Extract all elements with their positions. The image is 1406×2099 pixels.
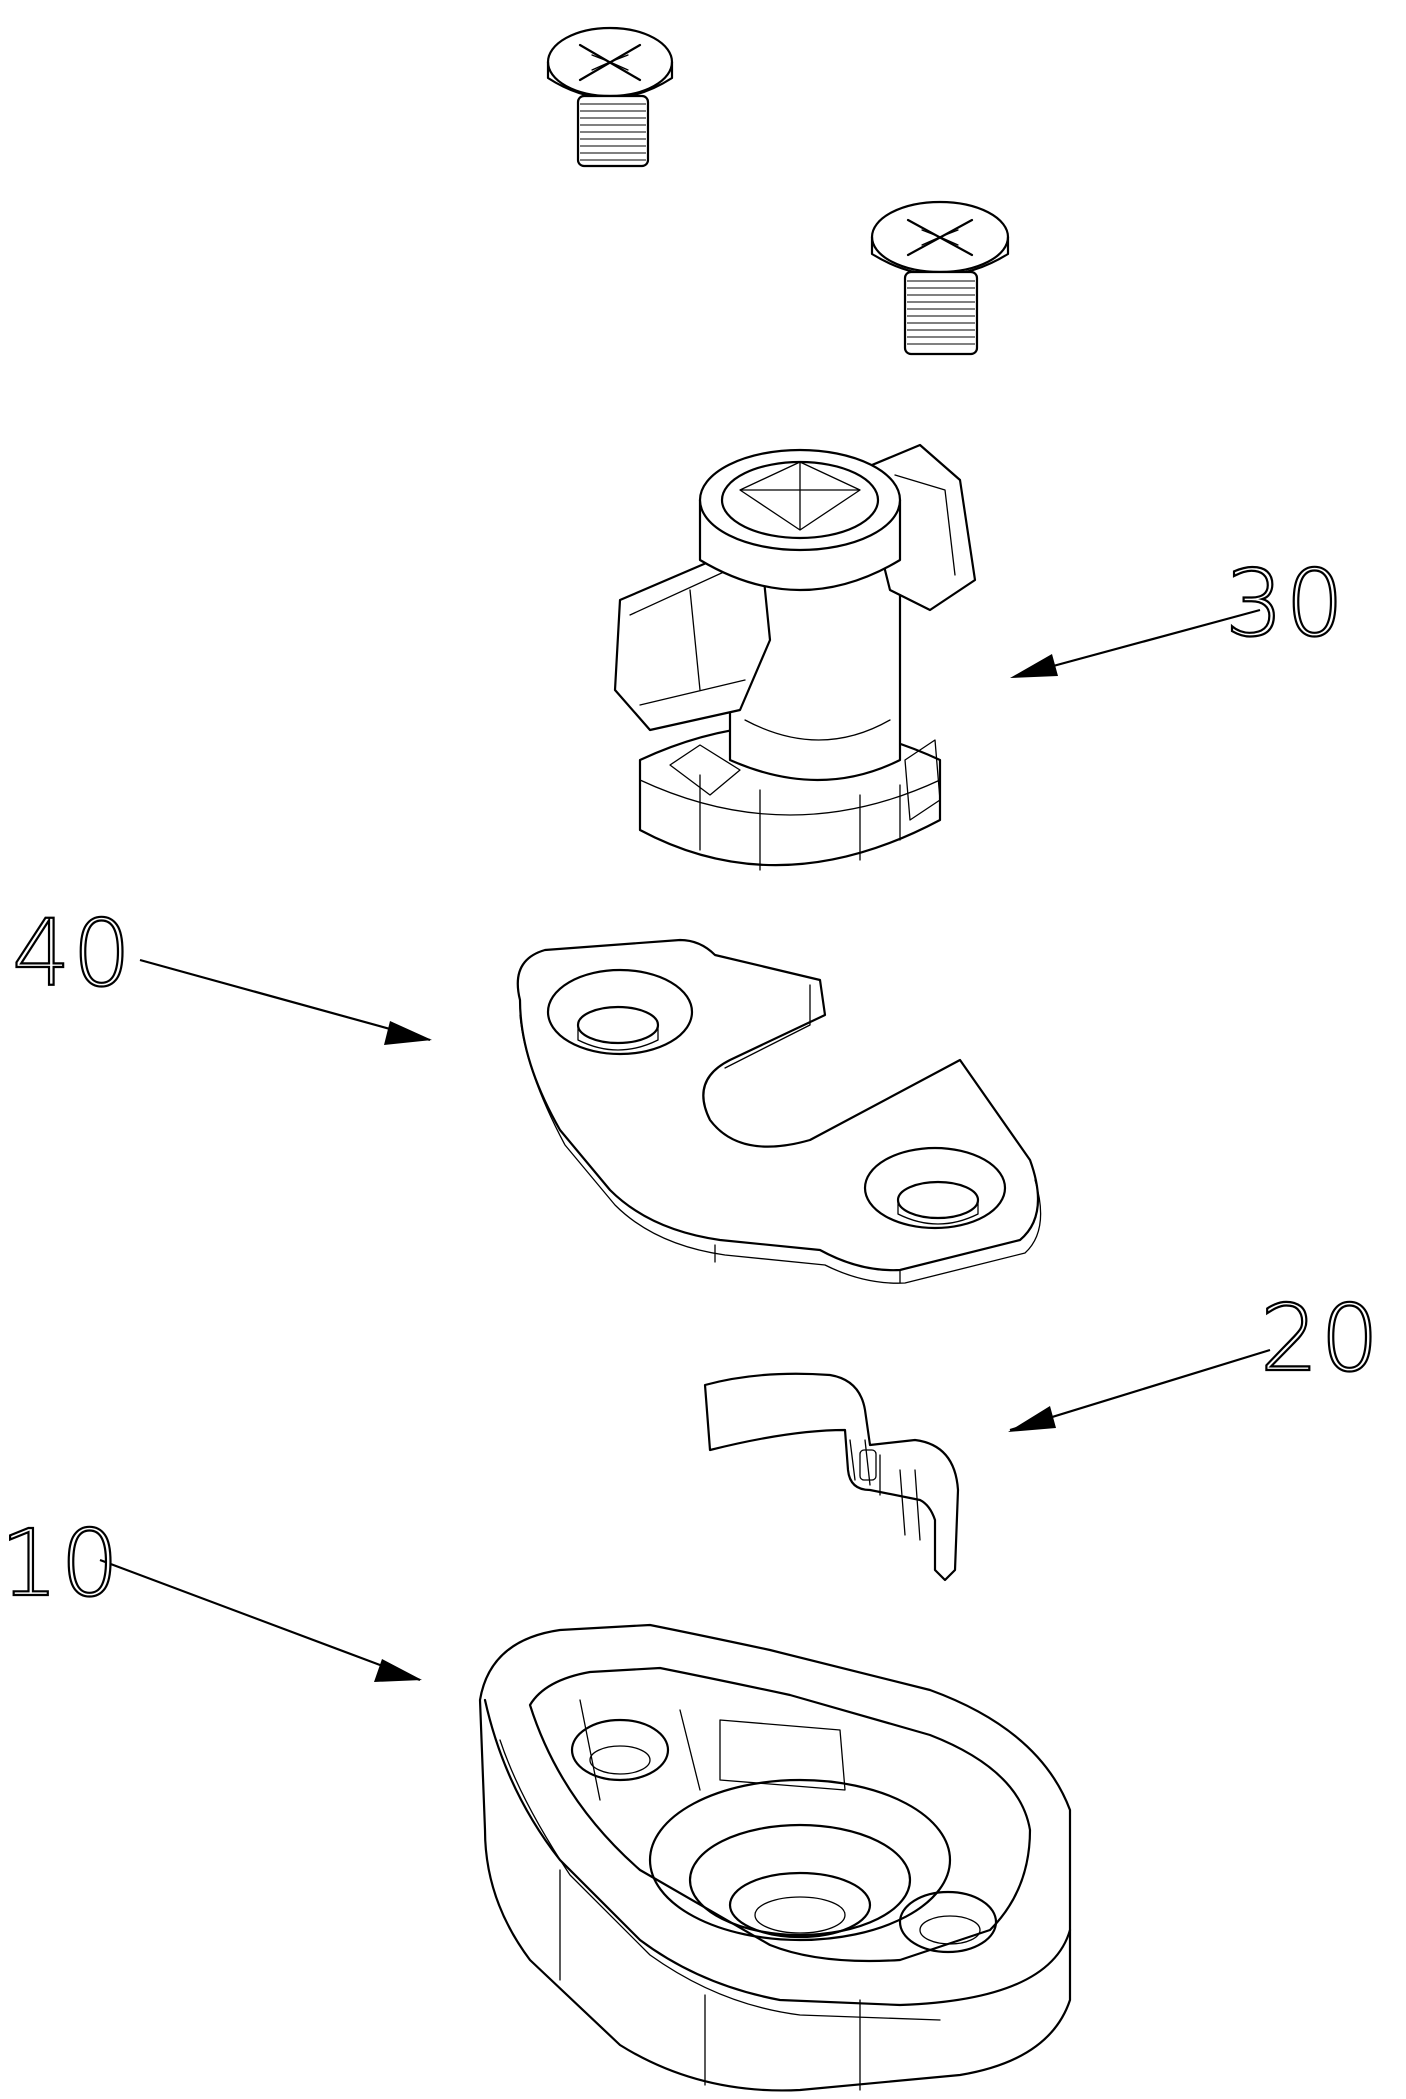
plate-part bbox=[518, 940, 1041, 1283]
label-10: 10 bbox=[0, 1510, 121, 1617]
screw-right bbox=[872, 202, 1008, 354]
leader-30 bbox=[1010, 610, 1260, 678]
base-part bbox=[480, 1625, 1070, 2090]
cap-knob-part bbox=[615, 445, 975, 870]
label-30: 30 bbox=[1225, 550, 1346, 657]
leader-40 bbox=[140, 960, 432, 1045]
label-20: 20 bbox=[1260, 1285, 1381, 1392]
spring-clip-part bbox=[705, 1374, 958, 1580]
leader-20 bbox=[1008, 1350, 1270, 1432]
leader-10 bbox=[100, 1560, 422, 1682]
label-40: 40 bbox=[12, 900, 133, 1007]
screw-top-left bbox=[548, 28, 672, 166]
